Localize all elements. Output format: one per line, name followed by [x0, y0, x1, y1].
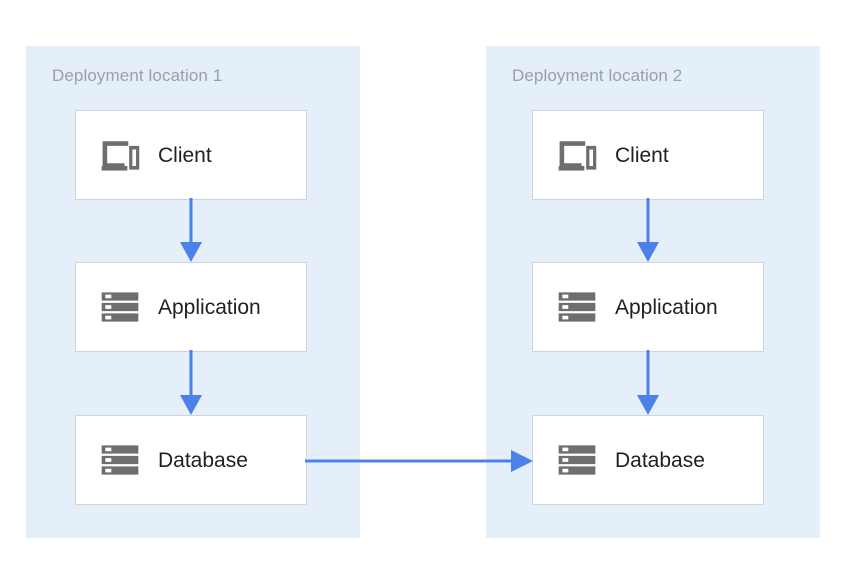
server-icon — [101, 445, 139, 475]
node-database-2-label: Database — [615, 448, 705, 472]
deployment-zone-2-label: Deployment location 2 — [512, 66, 683, 85]
connector-client-1-to-application-1 — [180, 198, 202, 262]
server-icon — [558, 292, 596, 322]
node-application-1[interactable]: Application — [75, 262, 307, 352]
node-client-1-label: Client — [158, 143, 212, 167]
node-application-2-label: Application — [615, 295, 718, 319]
server-icon — [558, 445, 596, 475]
node-client-2-label: Client — [615, 143, 669, 167]
node-client-2[interactable]: Client — [532, 110, 764, 200]
node-application-1-label: Application — [158, 295, 261, 319]
server-icon — [101, 292, 139, 322]
node-client-1[interactable]: Client — [75, 110, 307, 200]
connector-application-1-to-database-1 — [180, 350, 202, 415]
connector-database-1-to-database-2 — [305, 450, 533, 472]
node-database-1-label: Database — [158, 448, 248, 472]
devices-icon — [558, 141, 597, 171]
devices-icon — [101, 141, 140, 171]
deployment-zone-1-label: Deployment location 1 — [52, 66, 223, 85]
node-database-1[interactable]: Database — [75, 415, 307, 505]
node-application-2[interactable]: Application — [532, 262, 764, 352]
node-database-2[interactable]: Database — [532, 415, 764, 505]
connector-application-2-to-database-2 — [637, 350, 659, 415]
connector-client-2-to-application-2 — [637, 198, 659, 262]
